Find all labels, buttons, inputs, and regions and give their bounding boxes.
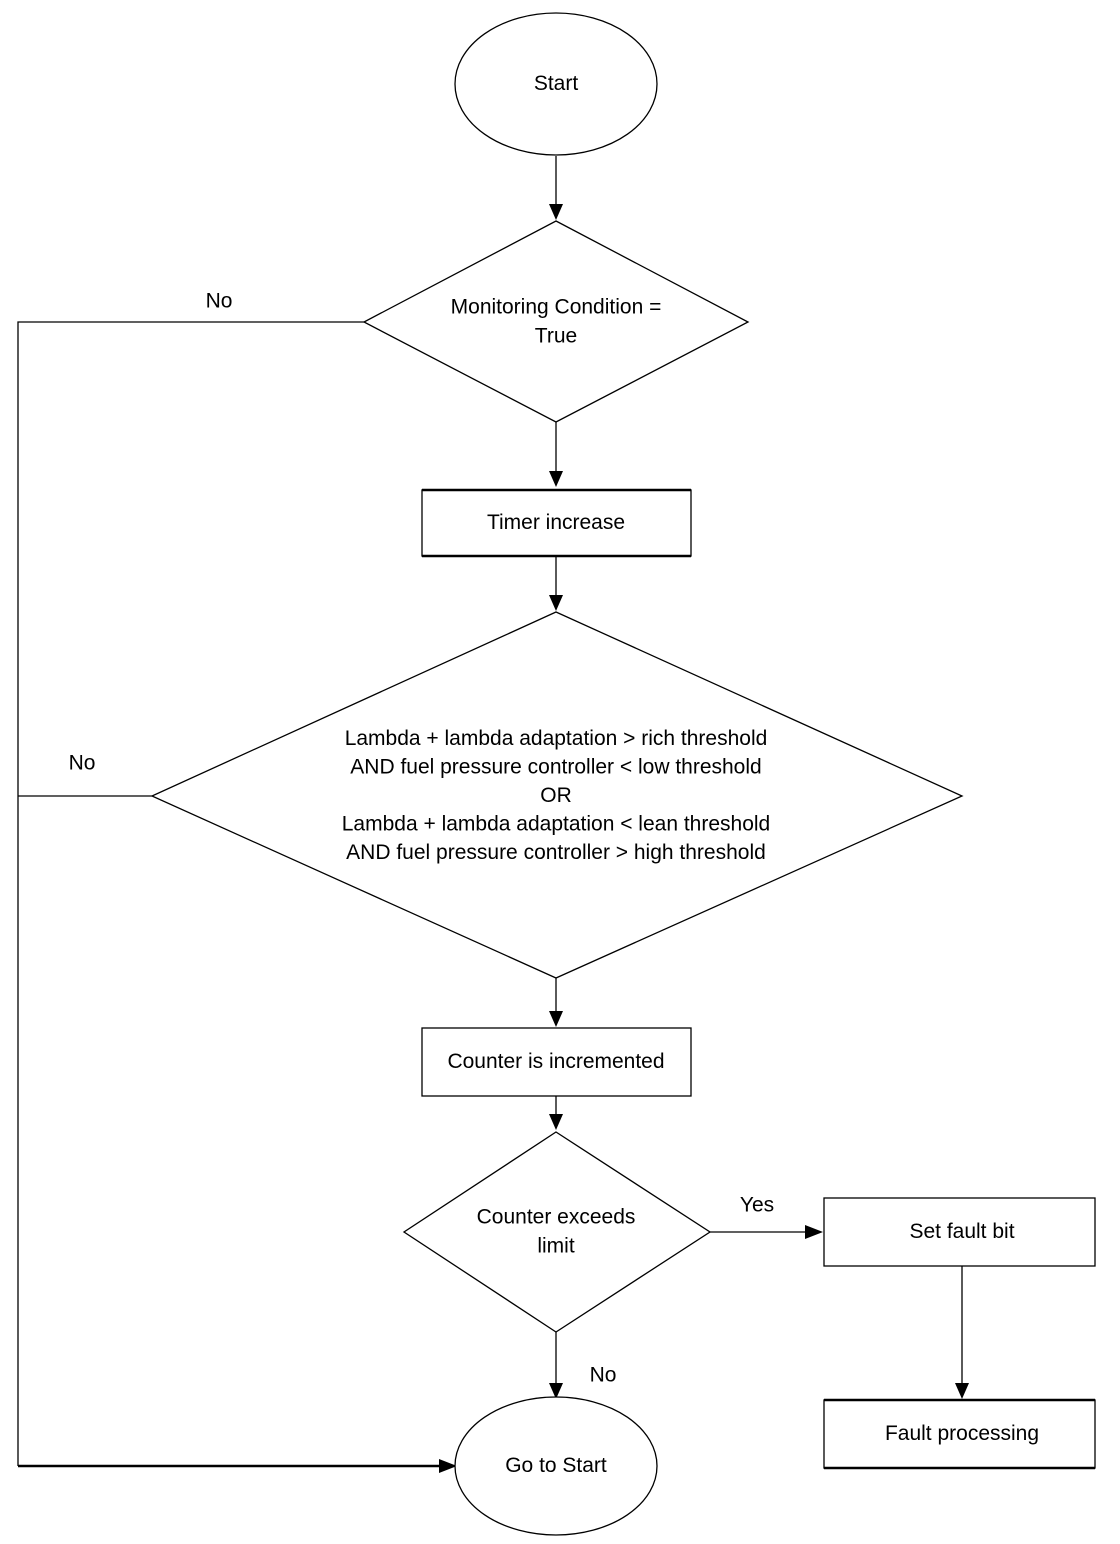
node-text-line: Set fault bit (909, 1220, 1014, 1243)
node-text-line: Timer increase (487, 511, 625, 534)
node-text-line: True (535, 324, 577, 347)
node-text-line: OR (540, 784, 572, 807)
set-fault-bit-label: Set fault bit (909, 1220, 1014, 1243)
node-text-line: Counter is incremented (447, 1050, 664, 1073)
arrowhead-counter (549, 1011, 563, 1027)
arrowhead-goto-from-loop (439, 1459, 457, 1473)
arrowhead-timer (549, 471, 563, 487)
node-text-line: Fault processing (885, 1422, 1039, 1445)
node-text-line: limit (537, 1234, 574, 1257)
arrowhead-monitoring (549, 204, 563, 220)
node-text-line: Counter exceeds (477, 1205, 636, 1228)
arrowhead-fault-processing (955, 1383, 969, 1399)
node-start: Start (454, 12, 658, 156)
start-label: Start (534, 72, 579, 95)
node-counter-incremented: Counter is incremented (421, 1027, 692, 1097)
lambda-decision-label: Lambda + lambda adaptation > rich thresh… (342, 727, 770, 864)
label-no-exceeds: No (590, 1364, 617, 1387)
node-set-fault-bit: Set fault bit (823, 1197, 1096, 1267)
monitoring-condition-label: Monitoring Condition = True (451, 295, 662, 347)
node-go-to-start: Go to Start (454, 1396, 658, 1536)
timer-increase-label: Timer increase (487, 511, 625, 534)
node-text-line: Start (534, 72, 579, 95)
node-text-line: Lambda + lambda adaptation > rich thresh… (345, 727, 768, 750)
node-text-line: Monitoring Condition = (451, 295, 662, 318)
node-counter-exceeds-limit: Counter exceeds limit (402, 1131, 712, 1333)
go-to-start-label: Go to Start (505, 1454, 607, 1477)
node-text-line: Lambda + lambda adaptation < lean thresh… (342, 812, 770, 835)
node-timer-increase: Timer increase (421, 488, 692, 558)
node-lambda-decision: Lambda + lambda adaptation > rich thresh… (150, 611, 964, 979)
node-fault-processing: Fault processing (823, 1398, 1096, 1470)
arrowhead-exceeds (549, 1114, 563, 1130)
counter-incremented-label: Counter is incremented (447, 1050, 664, 1073)
arrowhead-fault-bit (805, 1225, 823, 1239)
label-no-monitoring: No (206, 290, 233, 313)
node-text-line: AND fuel pressure controller > high thre… (346, 841, 766, 864)
arrowhead-goto-from-exceeds (549, 1383, 563, 1399)
node-monitoring-condition: Monitoring Condition = True (362, 220, 750, 423)
edge-monitoring-no-loop (17, 321, 364, 1466)
arrowhead-lambda (549, 595, 563, 611)
node-text-line: Go to Start (505, 1454, 607, 1477)
counter-exceeds-limit-label: Counter exceeds limit (477, 1205, 636, 1257)
label-no-lambda: No (69, 752, 96, 775)
fault-processing-label: Fault processing (885, 1422, 1039, 1445)
node-text-line: AND fuel pressure controller < low thres… (350, 755, 761, 778)
label-yes-exceeds: Yes (740, 1194, 774, 1217)
